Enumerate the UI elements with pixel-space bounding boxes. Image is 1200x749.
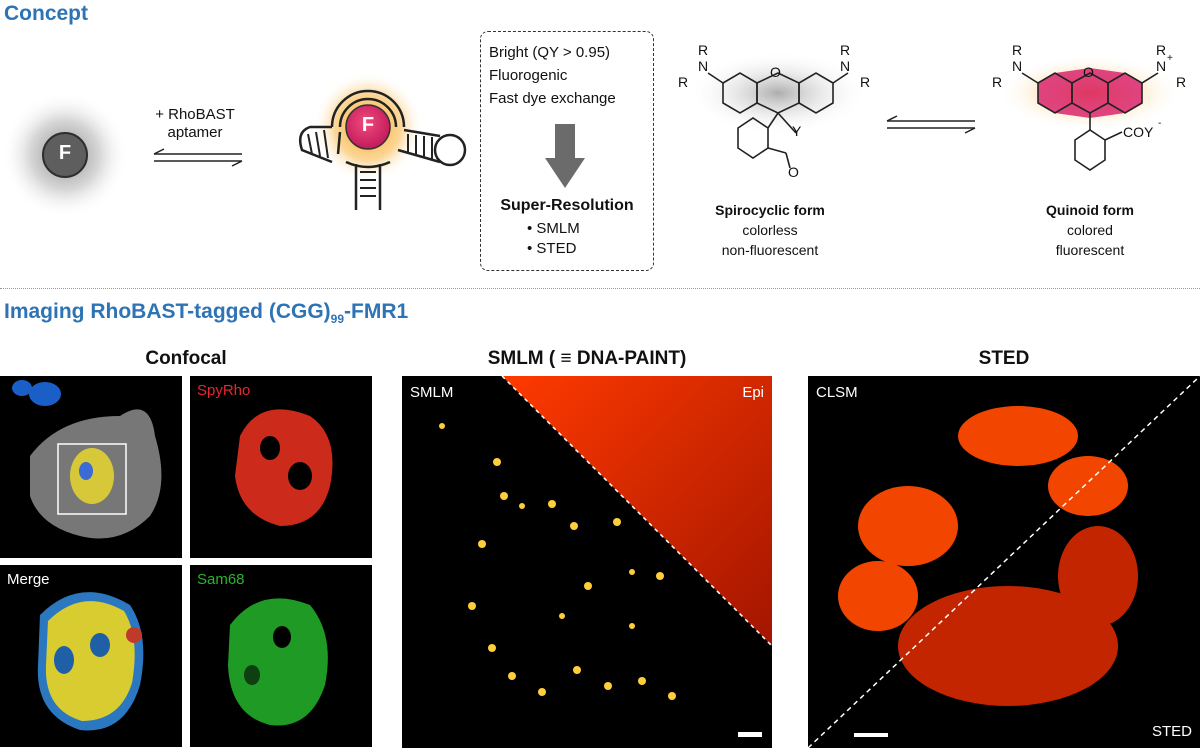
quinoid-structure: O N R R N + R R COY - xyxy=(980,38,1200,188)
smlm-title: SMLM ( ≡ DNA-PAINT) xyxy=(487,348,687,369)
spyrho-label: SpyRho xyxy=(197,382,251,399)
equilibrium-arrow-icon xyxy=(153,148,243,167)
sted-image: CLSM STED xyxy=(808,376,1200,748)
fluorophore-letter: F xyxy=(58,142,72,164)
sted-corner-label: STED xyxy=(1151,723,1192,740)
quinoid-caption: Quinoid form colored fluorescent xyxy=(1010,200,1170,260)
bullet-icon: • xyxy=(527,220,537,237)
property-bright: Bright (QY > 0.95) xyxy=(489,44,611,61)
free-fluorophore: F xyxy=(2,92,128,218)
merge-label: Merge xyxy=(7,571,50,588)
bullet-icon: • xyxy=(527,240,537,257)
confocal-overview-image xyxy=(0,376,182,558)
imaging-title: Imaging RhoBAST-tagged (CGG)99-FMR1 xyxy=(4,300,409,327)
super-resolution-heading: Super-Resolution xyxy=(500,197,634,214)
property-dye-exchange: Fast dye exchange xyxy=(489,90,616,107)
section-divider xyxy=(0,288,1200,289)
smlm-corner-label: SMLM xyxy=(410,384,454,401)
bound-fluorophore-letter: F xyxy=(361,114,375,136)
spyrho-image: SpyRho xyxy=(190,376,372,558)
rhobast-aptamer-complex: F xyxy=(290,72,470,212)
confocal-title: Confocal xyxy=(145,348,227,369)
concept-title: Concept xyxy=(4,2,88,25)
form-equilibrium-icon xyxy=(886,115,976,134)
method-sted: • STED xyxy=(527,240,577,257)
merge-image: Merge xyxy=(0,565,182,747)
spirocyclic-structure: O N R R N R R Y O xyxy=(678,42,871,180)
quinoid-name: Quinoid form xyxy=(1046,202,1134,218)
smlm-image: SMLM Epi xyxy=(402,376,772,748)
down-arrow-icon xyxy=(545,124,585,188)
method-smlm: • SMLM xyxy=(527,220,580,237)
properties-box: Bright (QY > 0.95) Fluorogenic Fast dye … xyxy=(480,31,654,271)
clsm-corner-label: CLSM xyxy=(816,384,858,401)
sam68-image: Sam68 xyxy=(190,565,372,747)
spirocyclic-caption: Spirocyclic form colorless non-fluoresce… xyxy=(690,200,850,260)
sam68-label: Sam68 xyxy=(197,571,245,588)
property-fluorogenic: Fluorogenic xyxy=(489,67,568,84)
sted-title: STED xyxy=(978,348,1030,369)
epi-corner-label: Epi xyxy=(742,384,764,401)
aptamer-label: + RhoBAST aptamer xyxy=(155,106,235,141)
spirocyclic-name: Spirocyclic form xyxy=(715,202,825,218)
